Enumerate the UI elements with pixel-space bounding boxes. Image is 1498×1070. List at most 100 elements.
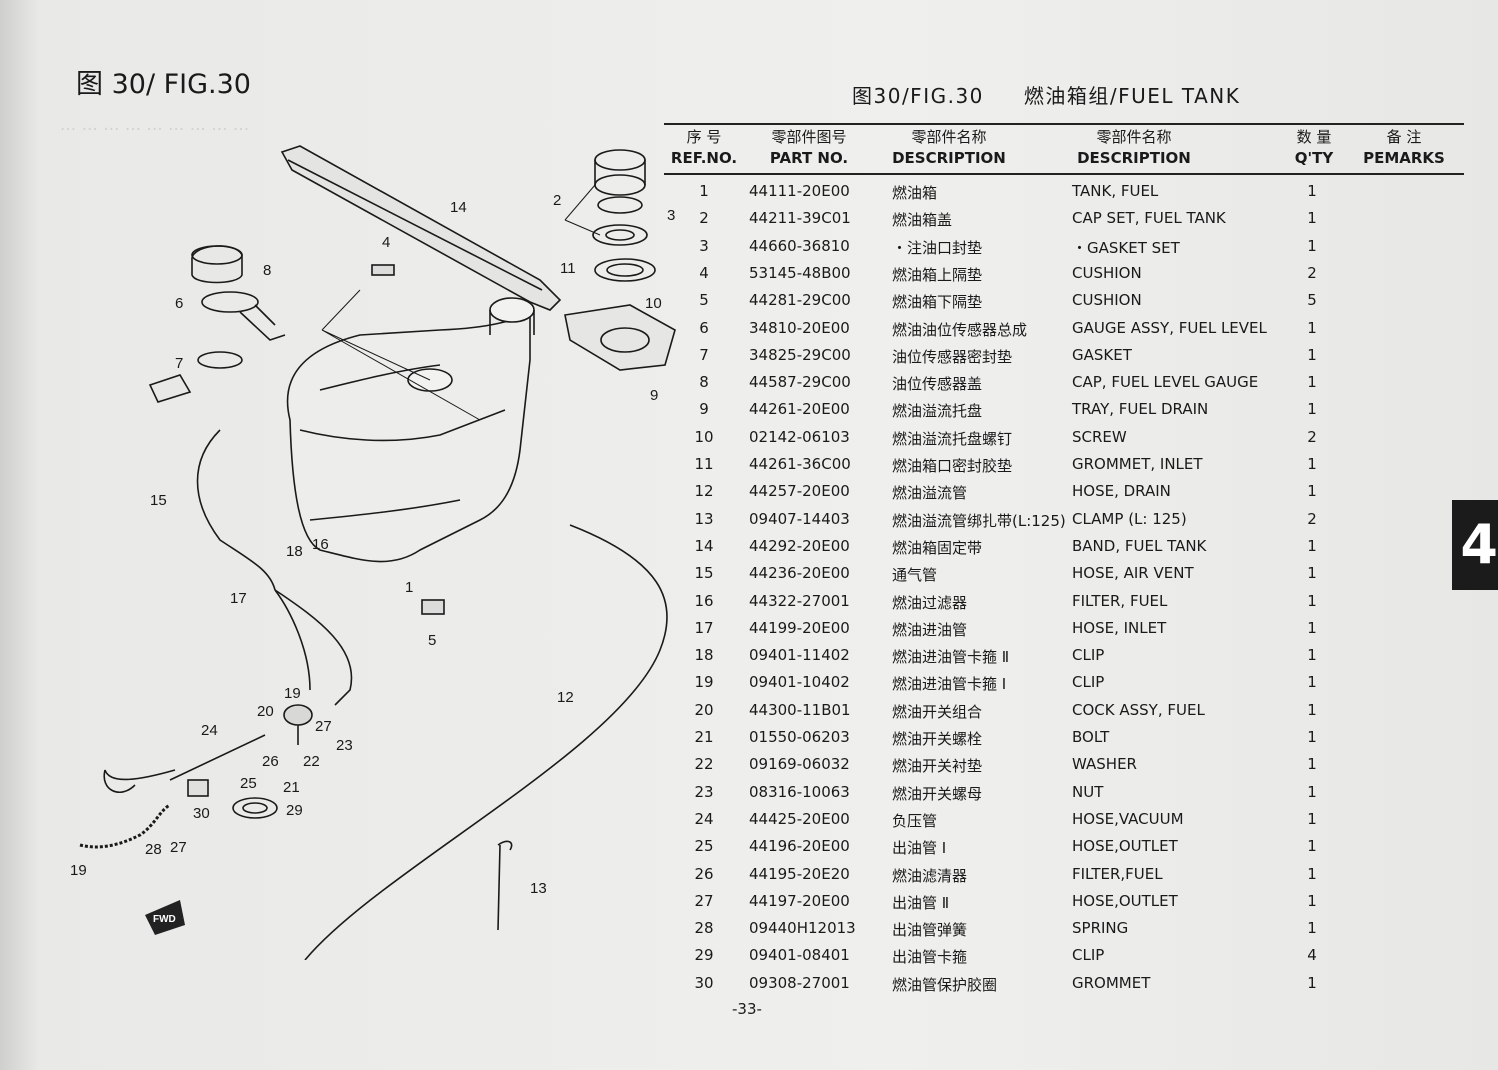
callout-number: 16 bbox=[312, 536, 329, 553]
description-en-cell: CLAMP (L: 125) bbox=[1072, 509, 1187, 528]
ref-cell: 2 bbox=[699, 209, 709, 228]
description-cn-cell: ・注油口封垫 bbox=[892, 238, 983, 257]
callout-number: 6 bbox=[175, 295, 183, 312]
section-tab: 4 bbox=[1452, 500, 1498, 590]
quantity-cell: 1 bbox=[1307, 236, 1317, 255]
part-number-cell: 44211-39C01 bbox=[749, 209, 851, 228]
ref-cell: 8 bbox=[699, 373, 709, 392]
ref-cell: 24 bbox=[694, 809, 714, 828]
description-en-cell: ・GASKET SET bbox=[1072, 238, 1180, 257]
description-cn-cell: 燃油箱下隔垫 bbox=[892, 293, 983, 312]
description-en-cell: GROMMET bbox=[1072, 973, 1151, 992]
description-en-cell: TRAY, FUEL DRAIN bbox=[1072, 400, 1209, 419]
quantity-cell: 1 bbox=[1307, 728, 1317, 746]
part-number-cell: 44236-20E00 bbox=[749, 564, 850, 583]
callout-number: 30 bbox=[193, 805, 210, 822]
callout-number: 22 bbox=[303, 753, 320, 770]
quantity-cell: 1 bbox=[1307, 673, 1317, 692]
description-cn-cell: 燃油管保护胶圈 bbox=[892, 975, 998, 994]
ref-cell: 12 bbox=[694, 482, 714, 501]
part-number-cell: 44281-29C00 bbox=[749, 291, 851, 310]
part-number-cell: 34810-20E00 bbox=[749, 318, 850, 337]
description-en-cell: FILTER, FUEL bbox=[1072, 591, 1168, 610]
description-en-cell: HOSE, AIR VENT bbox=[1072, 564, 1194, 583]
quantity-cell: 1 bbox=[1307, 455, 1317, 473]
part-number-cell: 09308-27001 bbox=[749, 973, 850, 992]
description-en-cell: CUSHION bbox=[1072, 263, 1142, 282]
part-number-cell: 44261-20E00 bbox=[749, 400, 850, 419]
quantity-cell: 1 bbox=[1307, 373, 1317, 392]
description-cn-cell: 燃油溢流托盘螺钉 bbox=[892, 429, 1013, 448]
quantity-cell: 1 bbox=[1307, 209, 1317, 228]
callout-number: 2 bbox=[553, 192, 561, 209]
description-en-cell: HOSE,OUTLET bbox=[1072, 837, 1178, 856]
description-en-cell: CLIP bbox=[1072, 946, 1105, 965]
description-cn-cell: 燃油油位传感器总成 bbox=[892, 320, 1028, 339]
callout-number: 1 bbox=[405, 579, 413, 596]
quantity-cell: 1 bbox=[1307, 864, 1317, 883]
ref-cell: 22 bbox=[694, 755, 714, 774]
part-number-cell: 44257-20E00 bbox=[749, 482, 850, 501]
callout-number: 9 bbox=[650, 387, 658, 404]
quantity-cell: 2 bbox=[1307, 427, 1317, 446]
bleed-through-decor: ··· ··· ··· ··· ··· ··· ··· ··· ··· bbox=[60, 120, 250, 140]
ref-cell: 14 bbox=[694, 536, 714, 555]
callout-number: 5 bbox=[428, 632, 436, 649]
ref-cell: 5 bbox=[699, 291, 709, 310]
quantity-cell: 1 bbox=[1307, 837, 1317, 856]
callout-number: 27 bbox=[315, 718, 332, 735]
quantity-cell: 1 bbox=[1307, 400, 1317, 419]
table-header-rule bbox=[664, 173, 1464, 175]
exploded-parts-diagram: FWD 123456789101112131415161718191920212… bbox=[70, 145, 676, 960]
description-cn-cell: 燃油滤清器 bbox=[892, 866, 968, 885]
description-cn-cell: 燃油开关组合 bbox=[892, 702, 983, 721]
callout-number: 24 bbox=[201, 722, 218, 739]
table-row: 2 44211-39C01 燃油箱盖 CAP SET, FUEL TANK 1 bbox=[664, 209, 1464, 236]
ref-cell: 27 bbox=[694, 891, 714, 910]
quantity-cell: 1 bbox=[1307, 646, 1317, 665]
quantity-cell: 1 bbox=[1307, 182, 1317, 200]
description-en-cell: HOSE, DRAIN bbox=[1072, 482, 1171, 501]
description-en-cell: CLIP bbox=[1072, 673, 1105, 692]
description-en-cell: CUSHION bbox=[1072, 291, 1142, 310]
description-cn-cell: 燃油箱盖 bbox=[892, 211, 953, 230]
ref-cell: 23 bbox=[694, 782, 714, 801]
callout-number: 3 bbox=[667, 207, 675, 224]
quantity-cell: 2 bbox=[1307, 263, 1317, 282]
part-number-cell: 08316-10063 bbox=[749, 782, 850, 801]
ref-cell: 20 bbox=[694, 700, 714, 719]
description-cn-cell: 油位传感器盖 bbox=[892, 375, 983, 394]
quantity-cell: 1 bbox=[1307, 482, 1317, 501]
part-number-cell: 09440H12013 bbox=[749, 919, 856, 938]
ref-cell: 30 bbox=[694, 973, 714, 992]
part-number-cell: 44261-36C00 bbox=[749, 455, 851, 473]
description-cn-cell: 出油管卡箍 bbox=[892, 948, 968, 967]
callout-number: 27 bbox=[170, 839, 187, 856]
callout-number: 19 bbox=[70, 862, 87, 879]
part-number-cell: 44660-36810 bbox=[749, 236, 850, 255]
description-cn-cell: 燃油开关螺母 bbox=[892, 784, 983, 803]
description-cn-cell: 燃油溢流管 bbox=[892, 484, 968, 503]
description-en-cell: WASHER bbox=[1072, 755, 1137, 774]
quantity-cell: 1 bbox=[1307, 564, 1317, 583]
description-cn-cell: 燃油箱上隔垫 bbox=[892, 265, 983, 284]
part-number-cell: 09401-10402 bbox=[749, 673, 850, 692]
description-cn-cell: 燃油溢流管绑扎带(L:125) bbox=[892, 511, 1066, 530]
description-en-cell: CAP SET, FUEL TANK bbox=[1072, 209, 1226, 228]
part-number-cell: 44322-27001 bbox=[749, 591, 850, 610]
